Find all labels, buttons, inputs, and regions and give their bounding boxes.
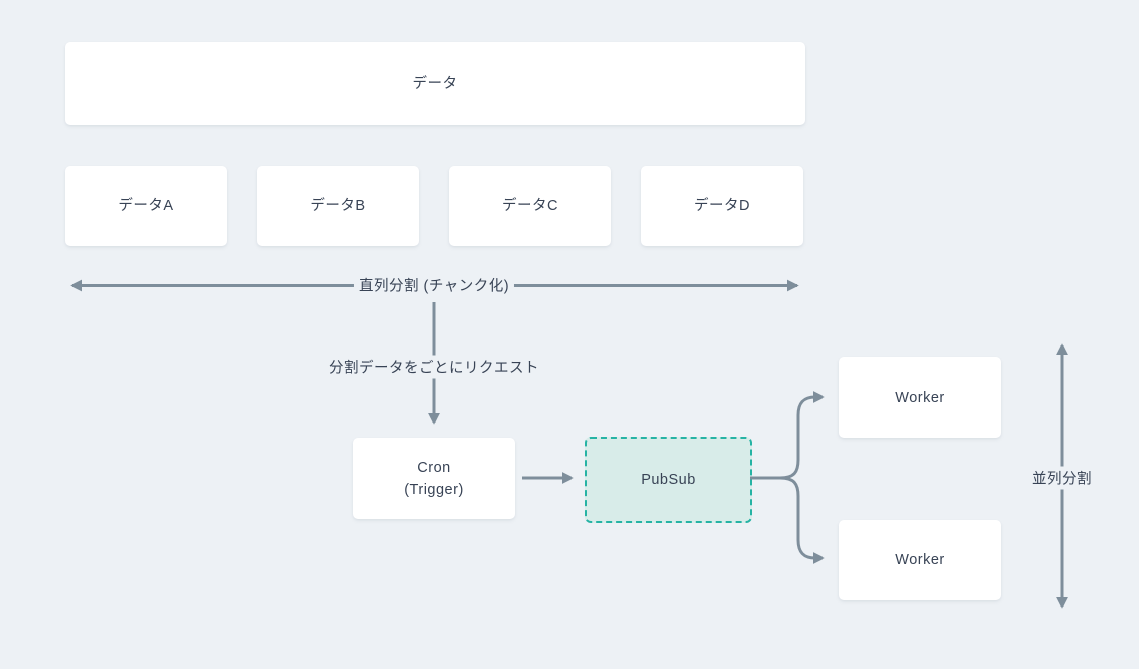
data-chunk-d-label: データD: [694, 198, 750, 214]
pubsub-box: PubSub: [585, 437, 752, 523]
worker-2-label: Worker: [895, 552, 945, 568]
cron-label-line2: (Trigger): [404, 481, 464, 498]
worker-box-2: Worker: [839, 520, 1001, 600]
request-per-chunk-label: 分割データをごとにリクエスト: [324, 355, 544, 379]
pubsub-label: PubSub: [641, 472, 696, 488]
worker-1-label: Worker: [895, 389, 945, 406]
data-chunk-d-box: データD: [641, 166, 803, 246]
data-chunk-a-box: データA: [65, 166, 227, 246]
data-box: データ: [65, 42, 805, 125]
cron-trigger-label: Cron (Trigger): [404, 457, 464, 501]
data-box-label: データ: [412, 75, 458, 92]
cron-label-line1: Cron: [417, 459, 451, 476]
worker-box-1: Worker: [839, 357, 1001, 438]
parallel-split-label: 並列分割: [1027, 466, 1097, 490]
pubsub-to-worker2-arrow: [779, 476, 825, 564]
data-chunk-b-box: データB: [257, 166, 419, 246]
data-chunk-a-label: データA: [118, 198, 174, 214]
serial-split-label: 直列分割 (チャンク化): [353, 273, 515, 297]
data-chunk-c-box: データC: [449, 166, 611, 246]
data-chunk-b-label: データB: [310, 198, 366, 214]
data-chunk-c-label: データC: [502, 198, 558, 214]
pubsub-to-worker1-arrow: [779, 391, 825, 480]
cron-trigger-box: Cron (Trigger): [353, 438, 515, 519]
